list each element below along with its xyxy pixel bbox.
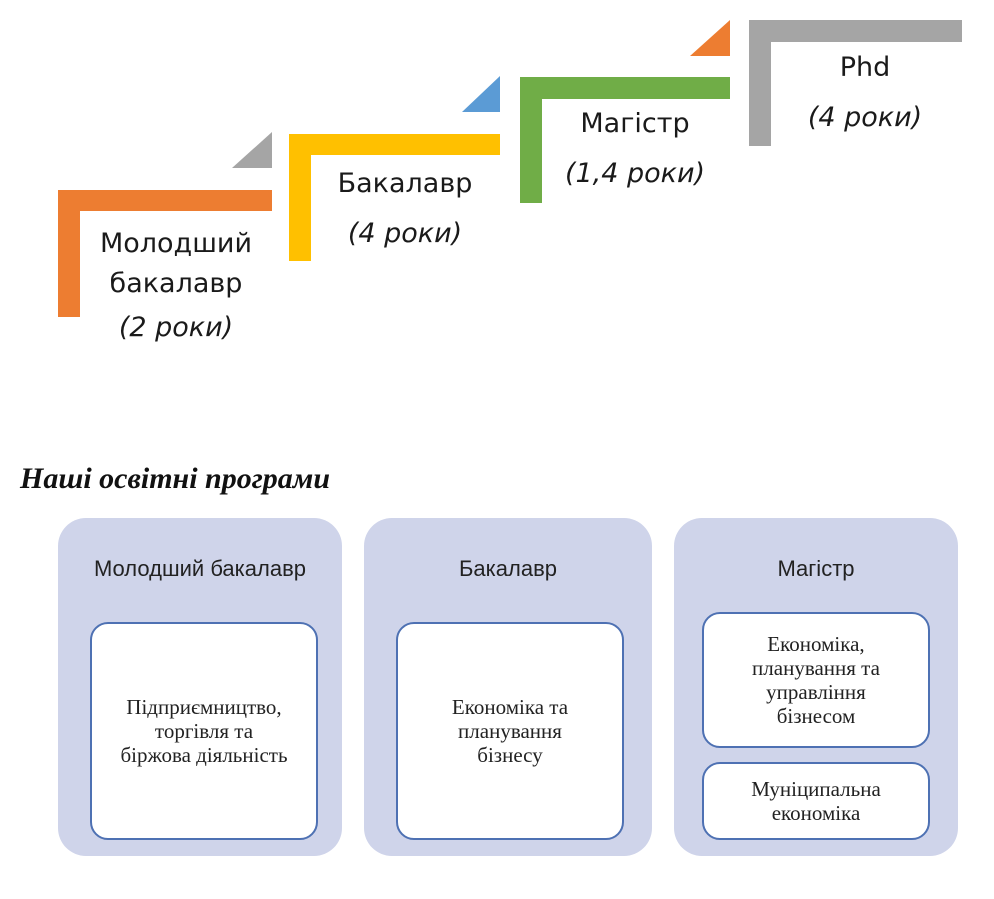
education-stairs: [58, 20, 962, 317]
program-card-label: Економіка та планування бізнесу: [451, 695, 569, 767]
program-column-master: Магістр Економіка, планування та управлі…: [674, 518, 958, 856]
step-duration: (4 роки): [807, 102, 923, 133]
step-marker-gray: [232, 132, 272, 168]
step-name: Бакалавр: [337, 168, 473, 199]
program-card-label: Муніципальна економіка: [751, 777, 881, 825]
step-name: Phd: [839, 52, 891, 83]
program-card-label: Підприємництво, торгівля та біржова діял…: [120, 695, 288, 767]
step-name: Молодший бакалавр: [99, 228, 253, 299]
step-bracket-junior-bachelor: [58, 190, 272, 317]
step-bracket-bachelor: [289, 134, 500, 261]
program-column-junior-bachelor: Молодший бакалавр Підприємництво, торгів…: [58, 518, 342, 856]
step-marker-blue: [462, 76, 500, 112]
step-duration: (4 роки): [347, 218, 463, 249]
programs-title: Наші освітні програми: [20, 462, 331, 495]
step-label-phd: Phd (4 роки): [790, 48, 940, 138]
program-card[interactable]: Муніципальна економіка: [702, 762, 930, 840]
step-label-junior-bachelor: Молодший бакалавр (2 роки): [96, 224, 256, 348]
program-card-label: Економіка, планування та управління бізн…: [752, 632, 880, 728]
program-column-bachelor: Бакалавр Економіка та планування бізнесу: [364, 518, 652, 856]
step-bracket-master: [520, 77, 730, 203]
step-duration: (2 роки): [118, 312, 234, 343]
step-marker-orange: [690, 20, 730, 56]
step-duration: (1,4 роки): [564, 158, 706, 189]
step-label-master: Магістр (1,4 роки): [555, 104, 715, 194]
program-column-header: Магістр: [777, 556, 855, 581]
program-card[interactable]: Підприємництво, торгівля та біржова діял…: [90, 622, 318, 840]
program-column-header: Молодший бакалавр: [93, 556, 306, 581]
step-label-bachelor: Бакалавр (4 роки): [330, 164, 480, 254]
program-card[interactable]: Економіка та планування бізнесу: [396, 622, 624, 840]
step-bracket-phd: [749, 20, 962, 146]
step-name: Магістр: [580, 108, 690, 139]
program-column-header: Бакалавр: [458, 556, 557, 581]
program-card[interactable]: Економіка, планування та управління бізн…: [702, 612, 930, 748]
